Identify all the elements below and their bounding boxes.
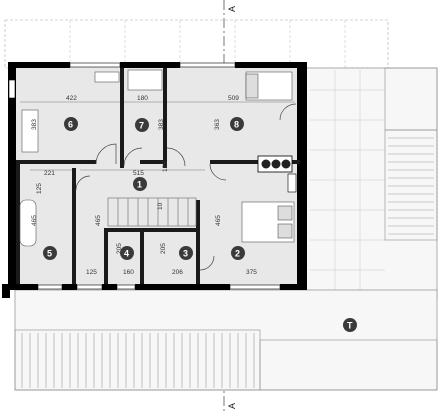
dim-label: 125 xyxy=(162,161,169,172)
dim-label: 375 xyxy=(246,269,257,276)
svg-text:5: 5 xyxy=(47,249,52,259)
dim-label: 160 xyxy=(123,269,134,276)
room-badge-2: 2 xyxy=(231,246,245,260)
dim-label: 221 xyxy=(44,170,55,177)
right-terrace xyxy=(304,67,438,299)
outer-walls xyxy=(2,62,307,298)
room-badge-4: 4 xyxy=(120,246,134,260)
dim-label: 509 xyxy=(228,95,239,102)
desk-room-6 xyxy=(21,109,39,153)
room-badge-5: 5 xyxy=(43,246,57,260)
building-interior xyxy=(13,67,306,287)
doors xyxy=(75,103,297,271)
furniture xyxy=(19,69,295,247)
dim-label: 10 xyxy=(157,202,164,210)
staircase xyxy=(107,197,197,227)
dim-label: 125 xyxy=(36,183,43,194)
svg-text:7: 7 xyxy=(139,121,144,131)
svg-text:T: T xyxy=(347,321,353,331)
room-badge-1: 1 xyxy=(133,177,147,191)
dim-label: 205 xyxy=(116,243,123,254)
section-marker-bottom: A xyxy=(227,403,237,409)
dim-label: 205 xyxy=(160,243,167,254)
sofa-room-6 xyxy=(94,71,120,83)
svg-text:6: 6 xyxy=(68,120,73,130)
svg-text:4: 4 xyxy=(124,249,129,259)
svg-text:3: 3 xyxy=(183,249,188,259)
dim-label: 363 xyxy=(214,119,221,130)
dim-label: 465 xyxy=(95,215,102,226)
dim-label: 206 xyxy=(172,269,183,276)
stove xyxy=(257,155,297,193)
dim-label: 465 xyxy=(31,215,38,226)
bottom-terrace xyxy=(14,289,438,391)
svg-text:2: 2 xyxy=(235,249,240,259)
wardrobe-room-7 xyxy=(127,69,163,91)
room-badge-T: T xyxy=(343,318,357,332)
svg-text:1: 1 xyxy=(137,180,142,190)
room-badge-3: 3 xyxy=(179,246,193,260)
section-marker-top: A xyxy=(227,6,237,12)
dim-label: 125 xyxy=(86,269,97,276)
dim-label: 465 xyxy=(215,215,222,226)
dim-label: 422 xyxy=(66,95,77,102)
room-badge-8: 8 xyxy=(230,117,244,131)
interior-walls xyxy=(16,68,300,284)
room-badges: 1 3 4 5 6 7 8 2 T xyxy=(43,117,357,332)
dimension-labels: 422 180 509 383 383 363 515 125 221 125 … xyxy=(31,95,257,276)
dim-label: 383 xyxy=(158,119,165,130)
dim-label: 180 xyxy=(137,95,148,102)
dimension-lines xyxy=(20,101,295,171)
dim-label: 383 xyxy=(31,119,38,130)
roof-overhang-outline xyxy=(4,19,389,69)
windows xyxy=(8,62,281,290)
bathtub xyxy=(19,199,37,247)
room-badge-7: 7 xyxy=(135,118,149,132)
dim-label: 515 xyxy=(133,170,144,177)
svg-text:8: 8 xyxy=(234,120,239,130)
room-badge-6: 6 xyxy=(64,117,78,131)
